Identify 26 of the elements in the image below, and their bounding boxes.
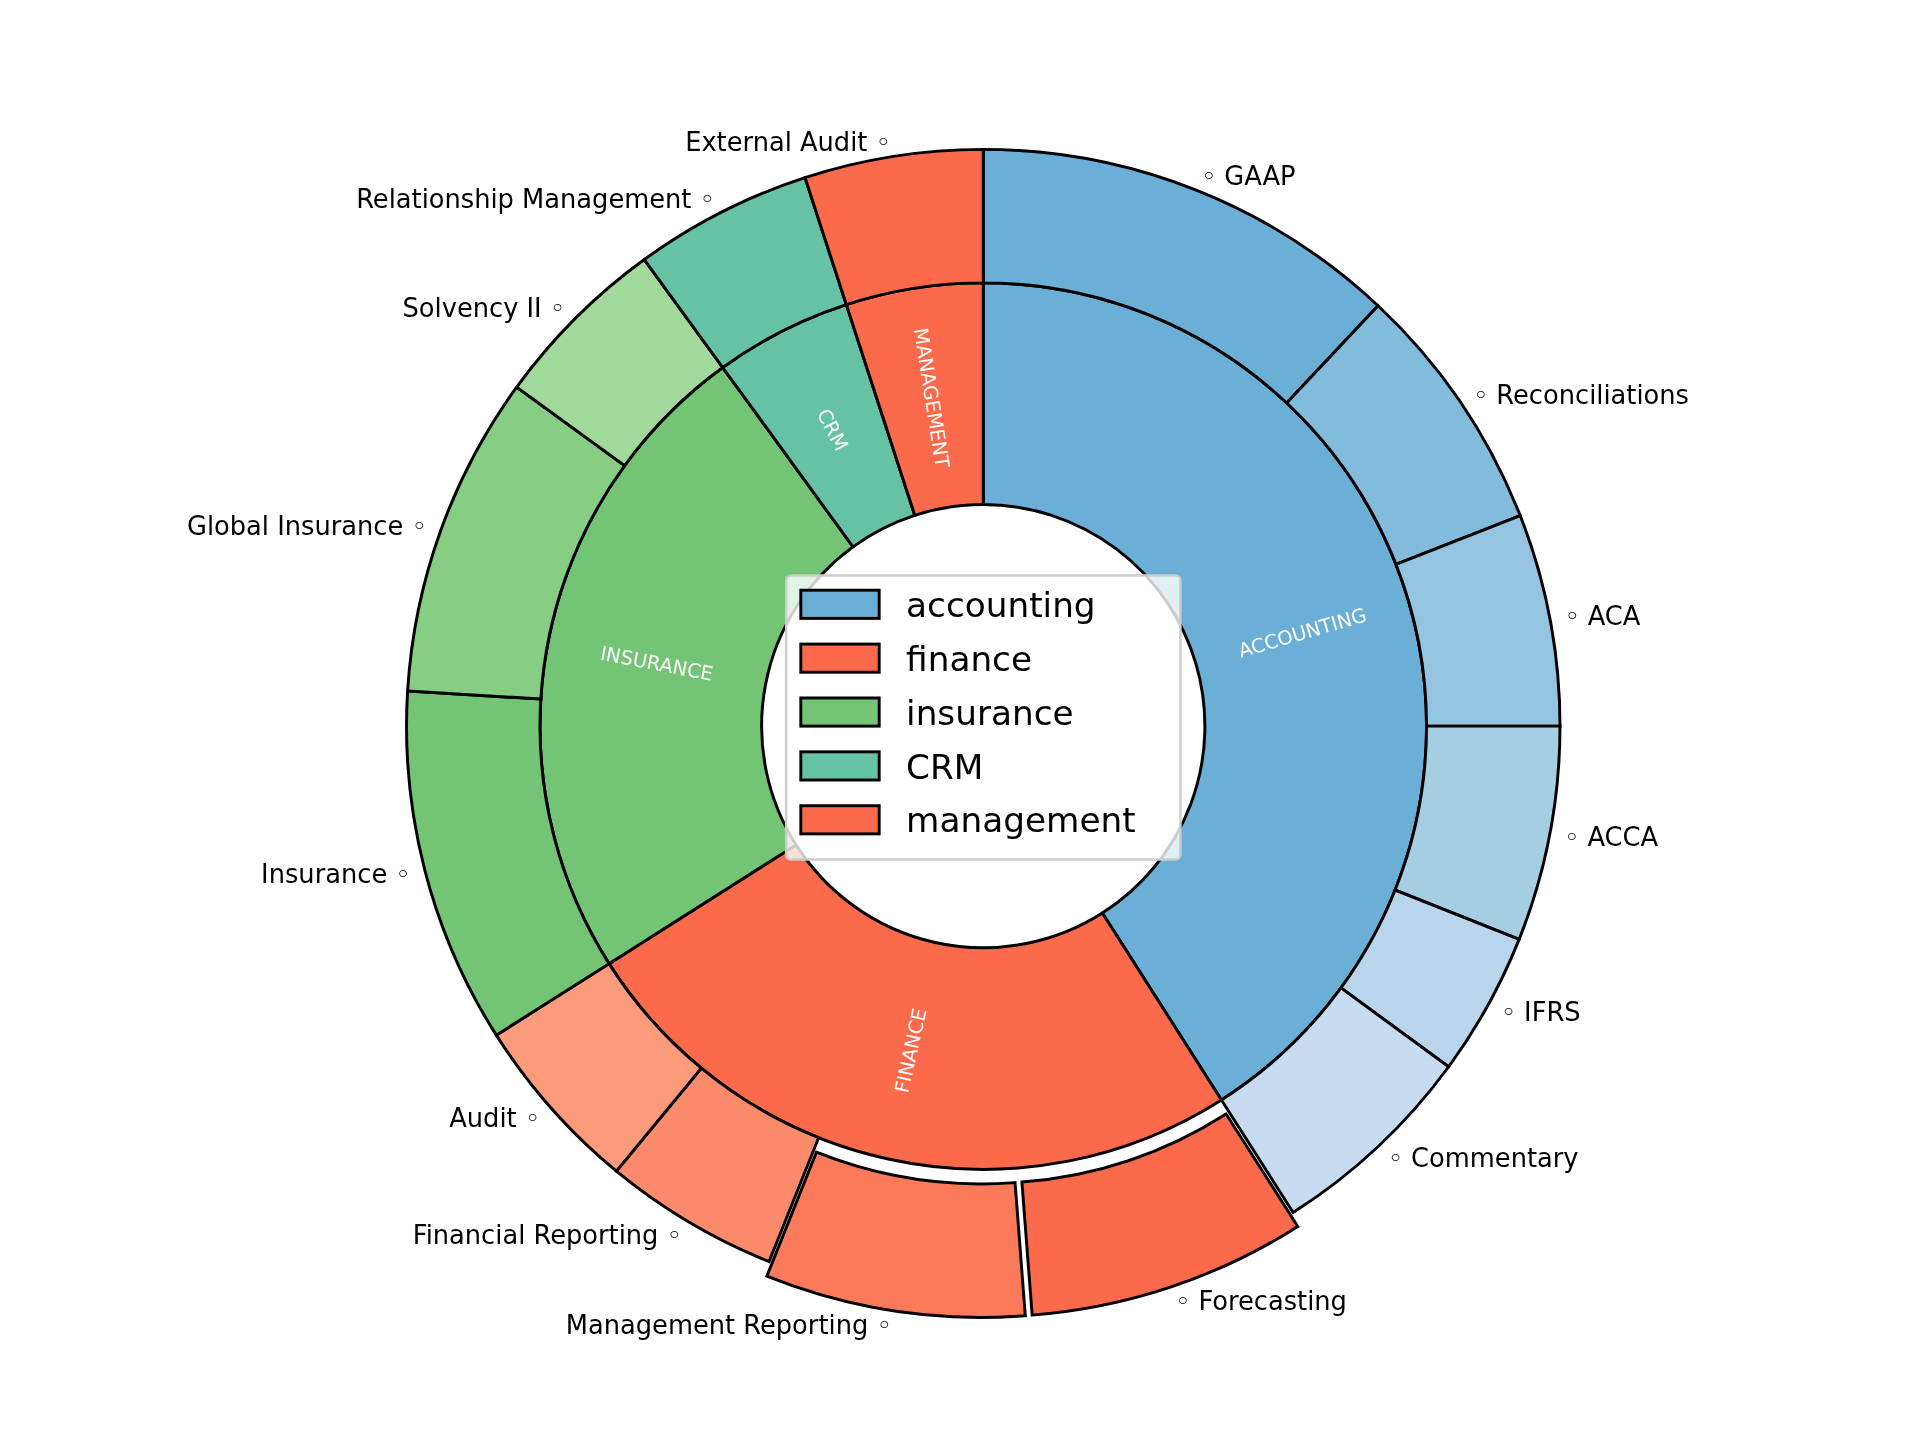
segment-label: FINANCE — [890, 1006, 932, 1095]
segment-label: ◦ Reconciliations — [1473, 379, 1689, 410]
ring-segment — [1393, 724, 1562, 941]
segment-label: Management Reporting ◦ — [565, 1310, 892, 1341]
legend-label: CRM — [906, 746, 984, 787]
segment-label: ◦ ACCA — [1564, 822, 1659, 853]
segment-label: Financial Reporting ◦ — [412, 1219, 682, 1250]
segment-label: ◦ GAAP — [1201, 161, 1296, 192]
segment-label: Solvency II ◦ — [402, 292, 566, 323]
segment-label: CRM — [812, 405, 853, 455]
legend-label: management — [906, 800, 1136, 841]
segment-label: ◦ Forecasting — [1175, 1286, 1347, 1317]
legend-label: finance — [906, 638, 1033, 679]
ring-segment — [1339, 888, 1521, 1069]
segment-label: Relationship Management ◦ — [356, 184, 715, 215]
legend-label: insurance — [906, 692, 1074, 733]
segment-label: ◦ IFRS — [1500, 997, 1581, 1028]
segment-label: Global Insurance ◦ — [187, 511, 427, 542]
segment-label: Audit ◦ — [449, 1102, 540, 1133]
ring-segment — [1394, 514, 1562, 728]
segment-label: ◦ Commentary — [1387, 1142, 1579, 1173]
ring-segment — [406, 689, 611, 1037]
segment-label: Insurance ◦ — [261, 858, 411, 889]
segment-label: External Audit ◦ — [685, 127, 891, 157]
segment-label: ◦ ACA — [1564, 601, 1641, 632]
legend-label: accounting — [906, 584, 1096, 625]
